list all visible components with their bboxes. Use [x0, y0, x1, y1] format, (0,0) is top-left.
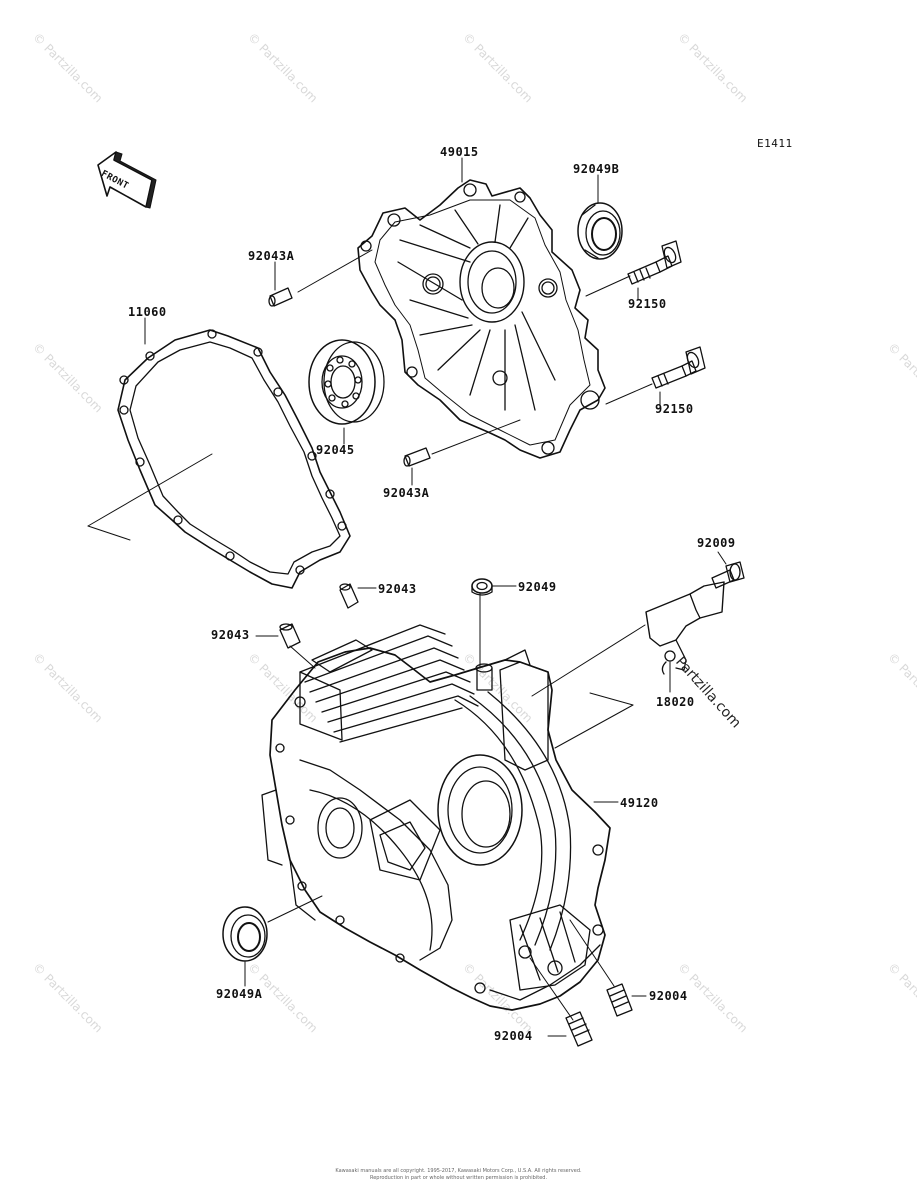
part-label-92004-right: 92004 — [649, 989, 688, 1003]
part-label-92043A-lower: 92043A — [383, 486, 430, 500]
part-label-92009: 92009 — [697, 536, 736, 550]
oil-seal-92049B — [577, 202, 623, 260]
bolt-92150-upper — [627, 240, 682, 285]
part-label-92150-upper: 92150 — [628, 297, 667, 311]
dowel-pin-92043A-upper — [268, 287, 293, 307]
part-label-49120: 49120 — [620, 796, 659, 810]
front-arrow-icon — [97, 151, 157, 209]
bracket-18020 — [645, 581, 725, 675]
leader-lines — [87, 157, 727, 1037]
dowel-pin-92043-top — [339, 583, 359, 609]
bolt-92150-lower — [651, 346, 706, 389]
ball-bearing-92045 — [308, 339, 385, 425]
part-label-92004-left: 92004 — [494, 1029, 533, 1043]
dowel-pin-92043A-lower — [403, 447, 431, 467]
bolt-92009 — [711, 561, 745, 589]
part-label-18020: 18020 — [656, 695, 695, 709]
gasket-11060 — [117, 329, 351, 589]
part-label-92150-lower: 92150 — [655, 402, 694, 416]
part-label-11060: 11060 — [128, 305, 167, 319]
seal-92049 — [471, 578, 493, 596]
stud-92004-right — [606, 983, 633, 1017]
part-label-49015: 49015 — [440, 145, 479, 159]
dowel-pin-92043-left — [279, 623, 301, 649]
part-label-92043-top: 92043 — [378, 582, 417, 596]
part-label-92045: 92045 — [316, 443, 355, 457]
part-label-92049: 92049 — [518, 580, 557, 594]
part-label-92049A: 92049A — [216, 987, 263, 1001]
part-label-92043A-upper: 92043A — [248, 249, 295, 263]
crankcase-cover-49015 — [357, 179, 606, 459]
stud-92004-left — [565, 1011, 593, 1047]
copyright-line-1: Kawasaki manuals are all copyright. 1995… — [335, 1168, 582, 1174]
oil-seal-92049A — [222, 906, 268, 962]
part-label-92049B: 92049B — [573, 162, 620, 176]
diagram-code: E1411 — [757, 137, 793, 150]
crankcase-49120 — [261, 624, 611, 1011]
part-label-92043-left: 92043 — [211, 628, 250, 642]
copyright-line-2: Reproduction in part or whole without wr… — [369, 1175, 548, 1181]
